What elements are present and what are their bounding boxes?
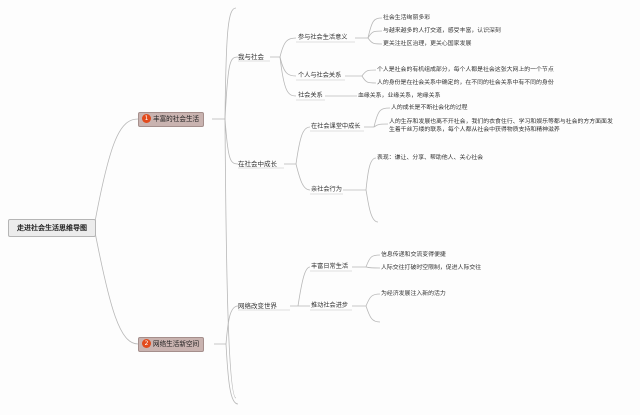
subtopic-social-relations[interactable]: 社会关系 [298, 92, 323, 99]
leaf-node[interactable]: 信息传递和交流变得便捷 [381, 252, 446, 258]
leaf-node[interactable]: 为经济发展注入新的活力 [381, 291, 446, 297]
subtopic-enrich-daily-life[interactable]: 丰富日常生活 [311, 263, 349, 270]
topic-network-changes-world[interactable]: 网络改变世界 [238, 302, 277, 310]
root-node[interactable]: 走进社会生活思维导图 [8, 219, 96, 237]
subtopic-social-classroom[interactable]: 在社会课堂中成长 [311, 123, 361, 130]
topic-me-and-society[interactable]: 我与社会 [238, 53, 264, 61]
branch-label: 丰富的社会生活 [153, 115, 200, 123]
leaf-node[interactable]: 人的成长是不断社会化的过程 [391, 105, 468, 111]
branch-label: 网络生活新空间 [153, 340, 200, 348]
leaf-node[interactable]: 与越来越多的人打交道，感受丰富，认识深刻 [383, 28, 501, 34]
leaf-node[interactable]: 人的生存和发展也离不开社会，我们的衣食住行、学习和娱乐等都与社会的方方面面发生着… [389, 119, 613, 133]
leaf-node[interactable]: 个人是社会的有机组成部分，每个人都是社会这张大网上的一个节点 [377, 67, 554, 73]
priority-badge: 2 [142, 339, 151, 348]
subtopic-promote-progress[interactable]: 推动社会进步 [311, 302, 349, 309]
leaf-node[interactable]: 表现：谦让、分享、帮助他人、关心社会 [377, 155, 484, 161]
priority-badge: 1 [142, 114, 151, 123]
leaf-node[interactable]: 血缘关系，业缘关系，地缘关系 [358, 93, 441, 99]
subtopic-participation-meaning[interactable]: 参与社会生活意义 [298, 34, 348, 41]
leaf-node[interactable]: 人际交往打破时空限制，促进人际交往 [381, 265, 482, 271]
leaf-node[interactable]: 社会生活绚丽多彩 [383, 15, 431, 21]
leaf-node[interactable]: 人的身份是在社会关系中确定的，在不同的社会关系中有不同的身份 [377, 80, 554, 86]
topic-grow-in-society[interactable]: 在社会中成长 [238, 160, 277, 168]
subtopic-individual-society[interactable]: 个人与社会关系 [298, 72, 342, 79]
leaf-node[interactable]: 更关注社区治理，更关心国家发展 [383, 41, 472, 47]
subtopic-prosocial-behavior[interactable]: 亲社会行为 [311, 186, 342, 193]
